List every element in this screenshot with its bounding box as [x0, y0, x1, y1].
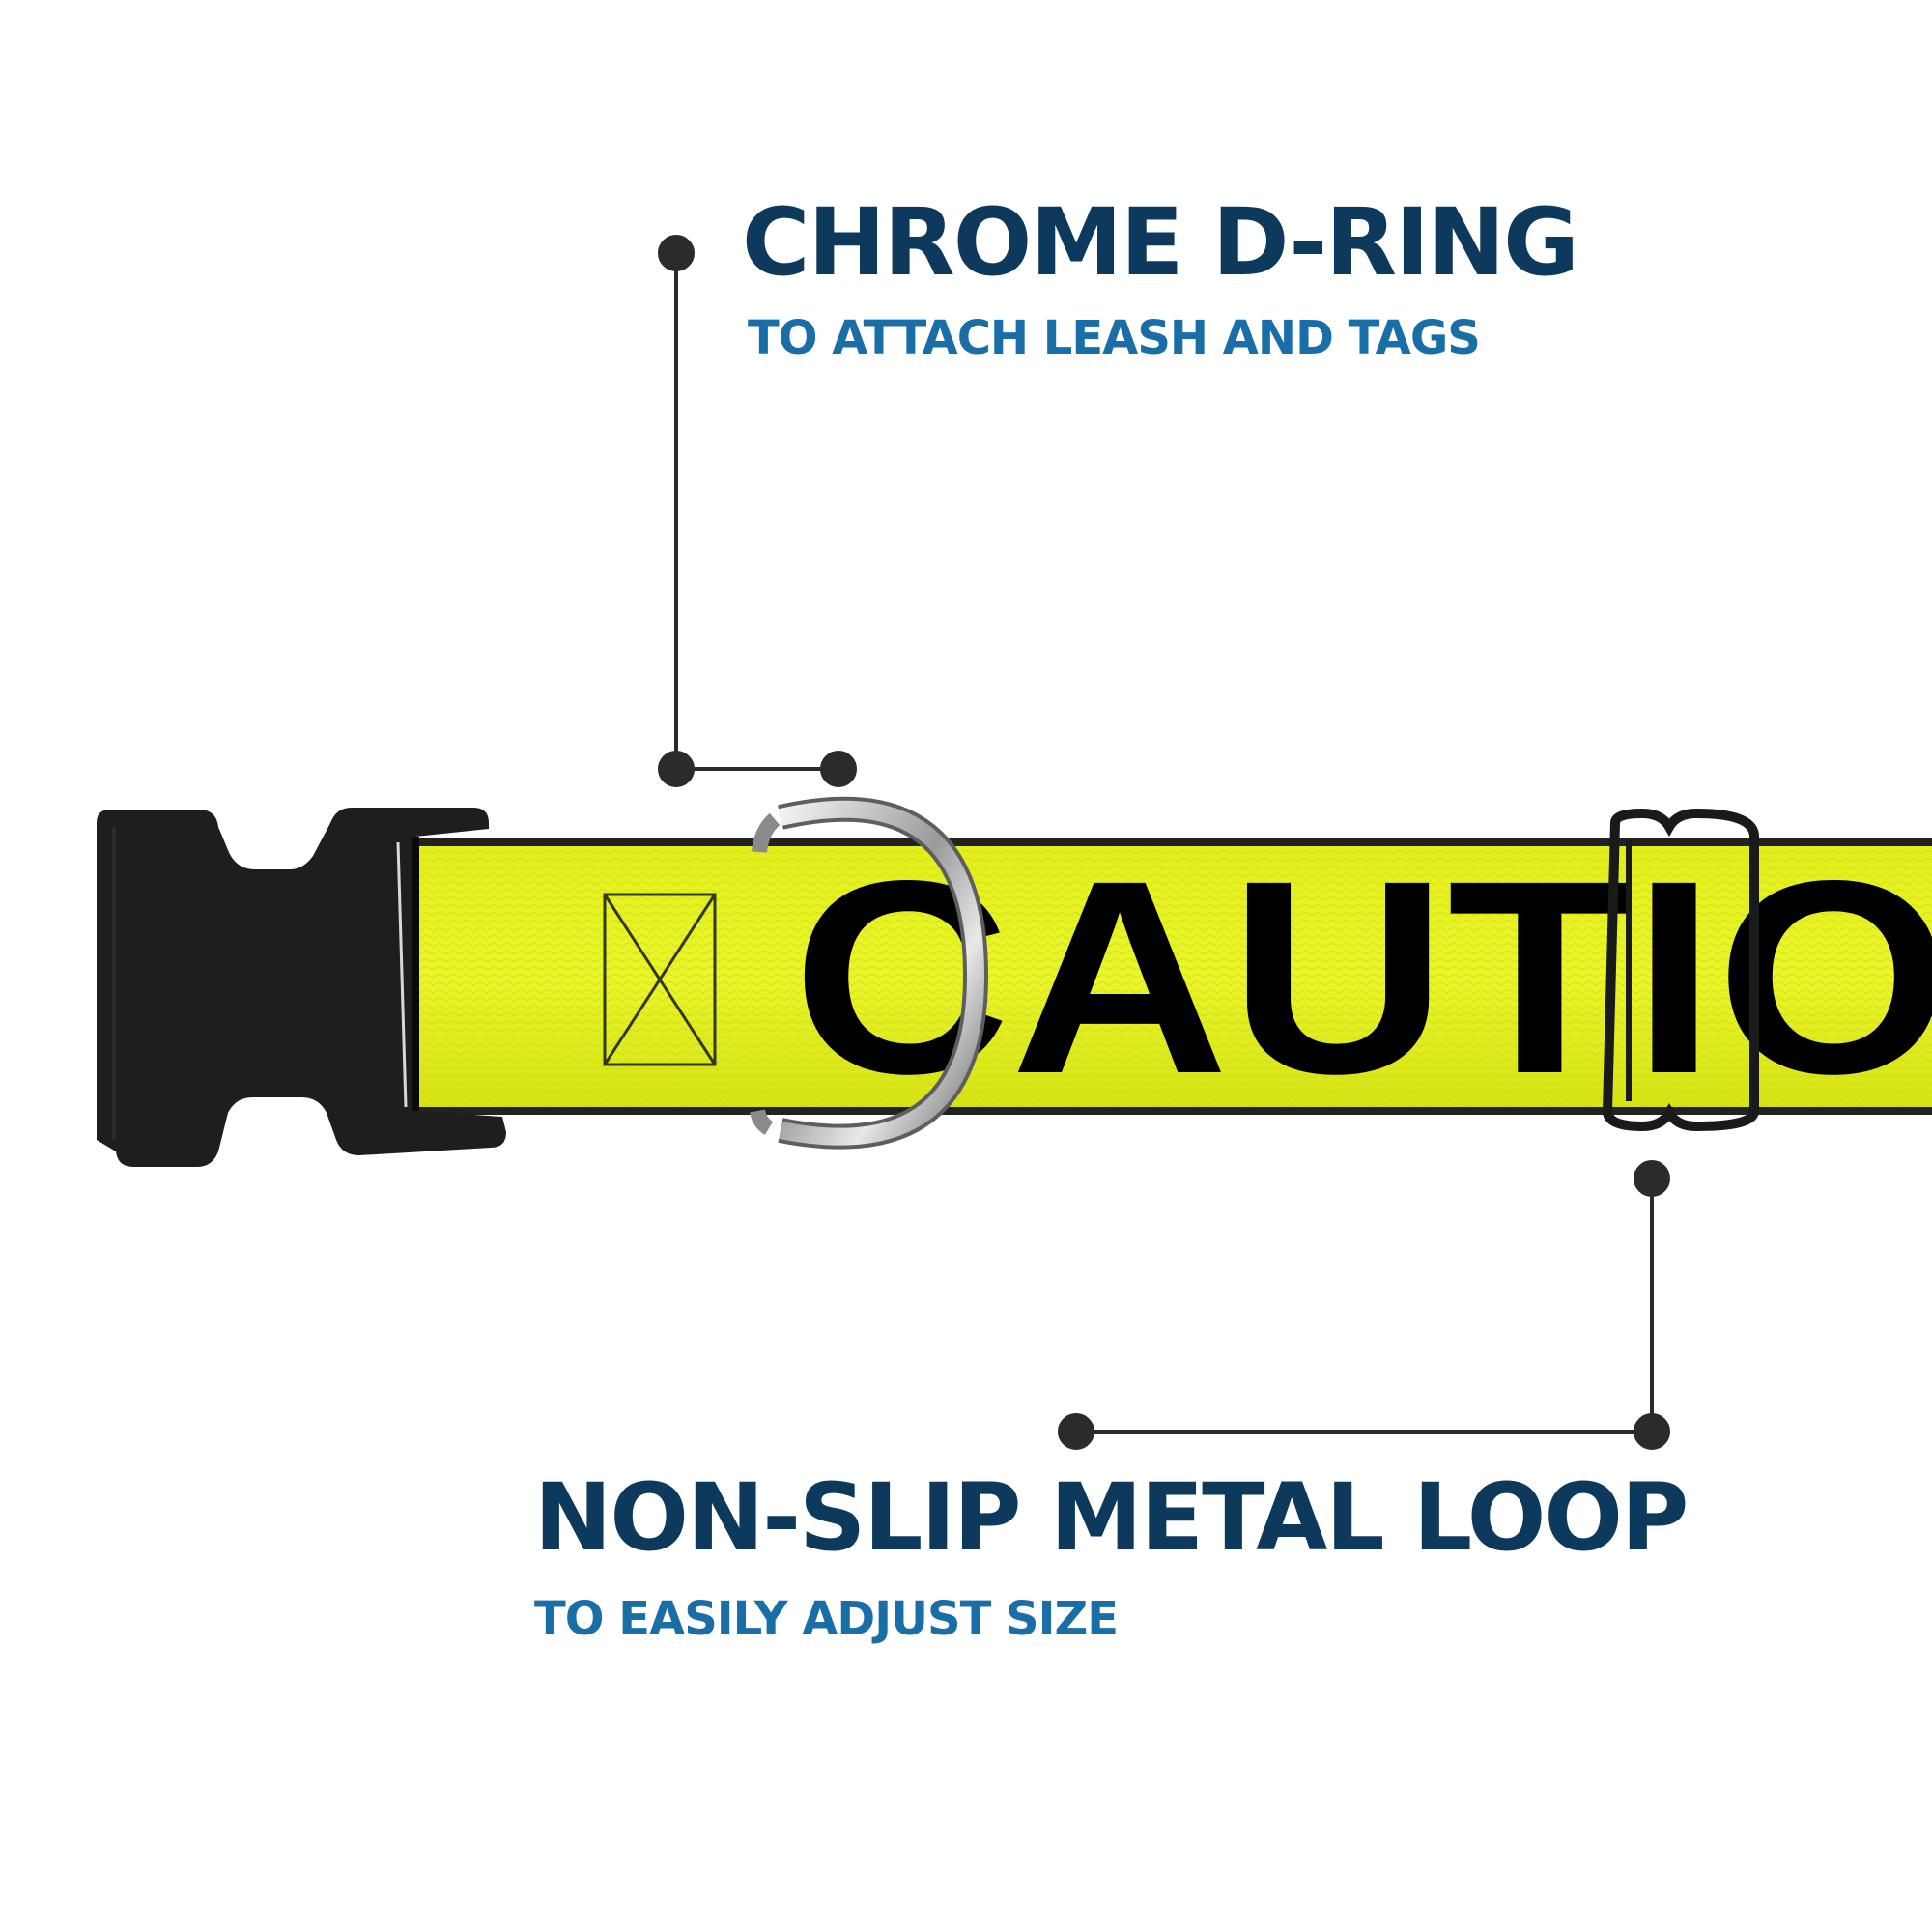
- d-ring-leader-line: [658, 235, 857, 787]
- leader-dot-corner: [658, 751, 695, 787]
- collar-webbing: [406, 838, 1932, 1115]
- stitched-box-x: [603, 893, 717, 1066]
- leader-dot-end: [820, 751, 857, 787]
- leader-dot-top: [1634, 1160, 1670, 1197]
- loop-feature-title: NON-SLIP METAL LOOP: [534, 1463, 1689, 1572]
- d-ring-feature-subtitle: TO ATTACH LEASH AND TAGS: [748, 311, 1481, 365]
- leader-dot-corner: [1634, 1413, 1670, 1450]
- side-release-buckle: [97, 808, 506, 1167]
- d-ring-feature-title: CHROME D-RING: [742, 188, 1579, 297]
- slide-loop: [1602, 808, 1759, 1132]
- leader-dot-top: [658, 235, 695, 271]
- loop-feature-subtitle: TO EASILY ADJUST SIZE: [534, 1592, 1119, 1646]
- chrome-d-ring: [750, 796, 989, 1150]
- leader-dot-end: [1058, 1413, 1094, 1450]
- loop-leader-line: [1058, 1160, 1670, 1450]
